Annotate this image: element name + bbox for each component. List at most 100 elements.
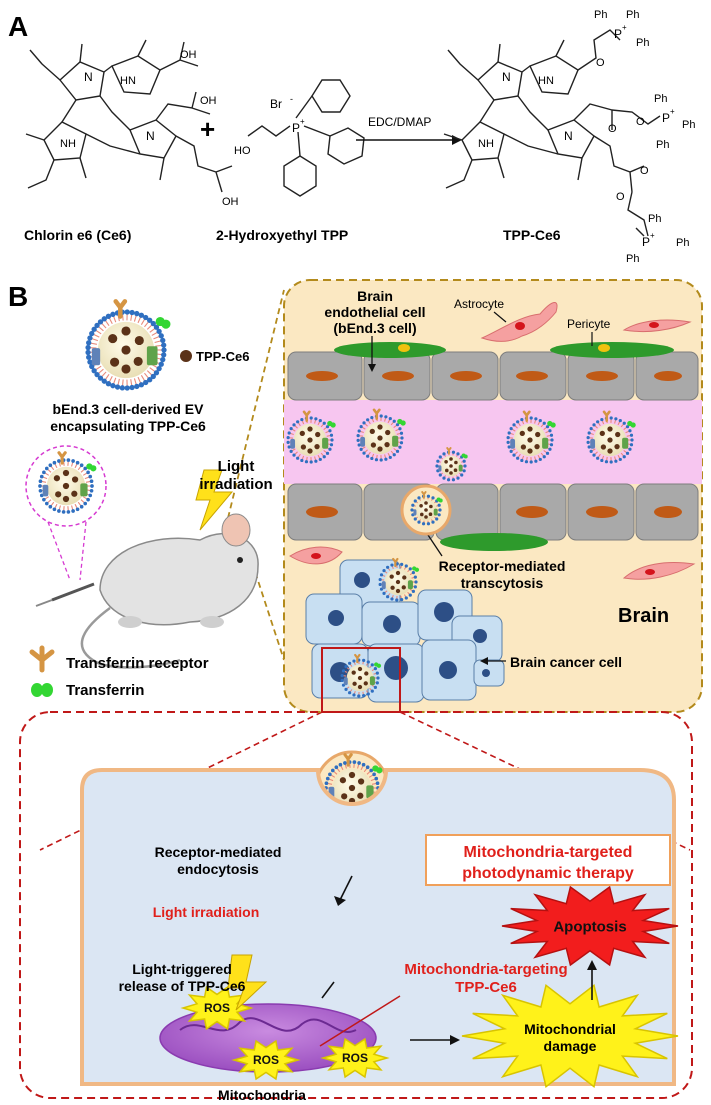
svg-text:NH: NH (478, 138, 494, 150)
svg-text:Ph: Ph (656, 139, 669, 151)
panel-b-label: B (8, 281, 28, 312)
endocytosis-label-1: Receptor-mediated (155, 844, 282, 860)
product-caption: TPP-Ce6 (503, 227, 561, 243)
panel-b: B (8, 279, 703, 1103)
svg-text:Ph: Ph (676, 237, 689, 249)
hydroxyethyl-tpp-structure (247, 79, 365, 197)
panel-a: A N HN NH N OH OH OH Chlorin e6 ( (8, 9, 695, 265)
endocytosis-label-2: endocytosis (177, 861, 259, 877)
ev-in-brain (378, 557, 420, 602)
plus-sign: + (200, 114, 215, 144)
svg-text:+: + (300, 117, 305, 126)
ros-burst-2-label: ROS (253, 1053, 279, 1067)
light-irradiation-label: Light irradiation (153, 904, 260, 920)
svg-text:+: + (650, 231, 655, 240)
cell-zoom-box (19, 711, 693, 1099)
brain-cancer-cell-label: Brain cancer cell (510, 654, 622, 670)
svg-text:P: P (614, 27, 622, 41)
ev-zoom-circle (25, 445, 107, 527)
mitochondrial-damage-burst-label-1: Mitochondrial (524, 1021, 616, 1037)
svg-text:+: + (670, 107, 675, 116)
svg-text:OH: OH (180, 49, 197, 61)
svg-text:OH: OH (200, 95, 217, 107)
apoptosis-burst: Apoptosis (501, 885, 679, 967)
release-label-1: Light-triggered (132, 961, 232, 977)
svg-text:O: O (636, 116, 645, 128)
pdt-label-1: Mitochondria-targeted (464, 844, 633, 861)
ev-small-vesicle (38, 451, 97, 514)
svg-text:+: + (622, 23, 627, 32)
tpp-ce6-structure (443, 29, 661, 237)
svg-text:O: O (608, 123, 617, 135)
tpp-ce6-dot-icon (180, 350, 192, 362)
svg-text:N: N (146, 129, 155, 143)
pdt-label-box (425, 834, 671, 886)
mouse-illustration (35, 513, 259, 669)
ev-caption-2: encapsulating TPP-Ce6 (50, 418, 206, 434)
svg-text:Ph: Ph (654, 93, 667, 105)
svg-text:-: - (290, 94, 293, 104)
svg-text:Ph: Ph (594, 9, 607, 21)
ev-legend-vesicle (85, 299, 171, 391)
zoom-line-top (227, 289, 285, 519)
svg-text:Ph: Ph (626, 9, 639, 21)
svg-text:N: N (564, 129, 573, 143)
release-label-2: release of TPP-Ce6 (119, 978, 246, 994)
lightning-bolt-icon (195, 469, 234, 531)
astrocyte-cell (480, 302, 558, 342)
tpp-ce6-legend-label: TPP-Ce6 (196, 349, 249, 364)
transcytosis-label-1: Receptor-mediated (439, 558, 566, 574)
svg-text:O: O (596, 57, 605, 69)
brain-endothelial-label-1: Brain (357, 288, 393, 304)
basement-membrane-1 (334, 342, 446, 358)
svg-text:P: P (292, 121, 300, 135)
mitochondrial-damage-burst-label-2: damage (544, 1038, 597, 1054)
basement-membrane-2 (550, 342, 674, 358)
svg-text:NH: NH (60, 138, 76, 150)
endothelial-layer-top (287, 351, 699, 401)
lightning-bolt-icon-2 (227, 954, 268, 1011)
light-label-1: Light (218, 458, 255, 475)
zoom-highlight-square (321, 647, 401, 713)
svg-text:HN: HN (120, 75, 136, 87)
blood-vessel-lumen (284, 400, 702, 484)
pericyte-label: Pericyte (567, 317, 611, 331)
transferrin-receptor-label: Transferrin receptor (66, 655, 209, 672)
svg-text:N: N (502, 70, 511, 84)
ev-vessel-4 (506, 410, 556, 464)
astrocyte-label: Astrocyte (454, 297, 504, 311)
svg-text:Ph: Ph (626, 253, 639, 265)
svg-text:HN: HN (538, 75, 554, 87)
brain-label: Brain (618, 605, 669, 627)
ev-cancer-cell (340, 653, 382, 698)
svg-text:HO: HO (234, 145, 251, 157)
svg-text:O: O (616, 191, 625, 203)
brain-cancer-cells (305, 559, 505, 703)
mito-target-label-1: Mitochondria-targeting (404, 961, 567, 978)
mito-target-label-2: TPP-Ce6 (455, 979, 517, 996)
transferrin-icon (31, 683, 43, 697)
mitochondria-label: Mitochondria (218, 1087, 306, 1103)
svg-text:P: P (642, 235, 650, 249)
transferrin-label: Transferrin (66, 682, 144, 699)
ros-burst-1-label: ROS (204, 1001, 230, 1015)
svg-text:OH: OH (222, 196, 239, 208)
svg-text:Ph: Ph (648, 213, 661, 225)
pdt-label-2: photodynamic therapy (462, 865, 634, 882)
brain-endothelial-label-2: endothelial cell (324, 304, 425, 320)
svg-text:Ph: Ph (636, 37, 649, 49)
ros-burst-1: ROS (180, 985, 254, 1031)
ev-vessel-1 (286, 410, 336, 464)
ev-vessel-3 (435, 447, 468, 482)
ros-burst-3-label: ROS (342, 1051, 368, 1065)
ev-caption-1: bEnd.3 cell-derived EV (53, 401, 205, 417)
svg-text:Ph: Ph (682, 119, 695, 131)
basement-membrane-3 (440, 533, 548, 551)
endothelial-layer-bottom (287, 483, 699, 541)
ev-vessel-5 (586, 410, 636, 464)
panel-a-label: A (8, 11, 28, 42)
